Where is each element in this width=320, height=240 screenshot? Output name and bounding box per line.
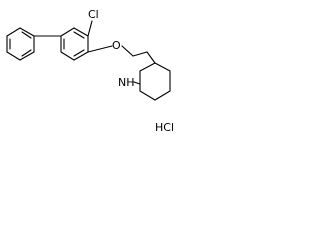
chlorophenyl-ring (60, 27, 89, 61)
amine-label: NH (118, 76, 135, 89)
oxygen-label: O (112, 39, 121, 52)
ethylene-linker (121, 45, 148, 57)
piperidine-ring (139, 51, 171, 101)
chloro-bond (87, 20, 93, 37)
salt-label: HCl (155, 121, 174, 134)
chemical-structure: Cl O NH HCl (6, 8, 174, 134)
phenyl-ring (6, 27, 35, 61)
chlorine-label: Cl (88, 8, 99, 21)
amine-bond (133, 81, 141, 85)
aryl-oxygen-bond (87, 45, 113, 53)
